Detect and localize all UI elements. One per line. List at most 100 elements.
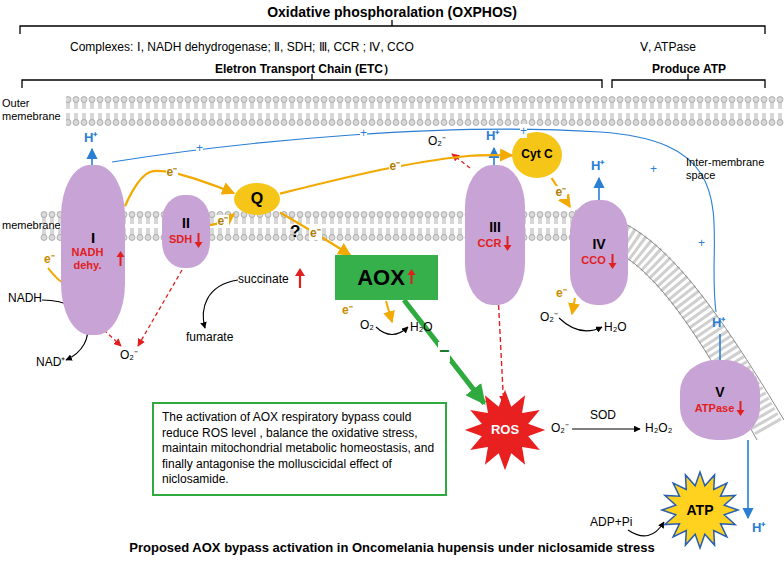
arrow-head [737,410,745,416]
proton-arrows [92,129,748,518]
electron-label: e⁻ [44,252,55,266]
atp-burst: ATP [662,472,738,548]
electron-label: e⁻ [556,286,567,300]
metabolite-label: NADH [8,291,42,305]
decoration [572,428,640,429]
decoration [628,522,664,536]
header-text: Produce ATP [652,62,726,76]
arrow-stem [198,233,200,243]
text-row: IV [592,236,605,252]
node-text: V [715,384,724,400]
metabolite-label: H₂O [410,320,433,334]
text-row: CCR [478,235,513,251]
text-row: II [182,215,190,231]
complex-ii: IISDH [162,195,210,268]
text-row: ROS [491,423,519,438]
node-text: CCO [581,254,605,267]
decoration [22,74,602,88]
metabolite-label: O₂⁻ [428,134,446,148]
text-row: ATPase [695,400,746,416]
metabolite-label: ADP+Pi [590,515,632,529]
charge-sign: + [520,124,527,138]
proton-label: H⁺ [591,158,604,174]
complex-iii: III CCR [465,165,525,305]
arrow-head [117,251,125,257]
electron-label: e⁻ [342,303,353,317]
proton-label: H⁺ [752,520,765,536]
text-row: The activation of AOX respiratory bypass… [162,410,437,488]
proton-label: H⁺ [712,315,725,331]
region-label: memebrane [2,219,61,232]
node-text: CCR [478,237,502,250]
node-text: IV [592,236,605,252]
charge-sign: + [196,141,203,155]
decoration [138,270,182,346]
change-arrow [116,251,125,267]
text-row: ATP [687,502,714,518]
arrow-stem [120,256,122,266]
node-text: Cyt C [521,148,552,162]
node-text: III [489,219,501,235]
title: Oxidative phosphoralation (OXPHOS) [0,4,784,20]
metabolite-label: SOD [590,408,616,422]
aox-box: AOX [335,255,438,300]
metabolite-label: ? [290,222,300,242]
change-arrow [295,268,305,288]
node-text: NADH dehy. [61,246,114,271]
text-row: I [91,229,95,246]
charge-sign: + [650,162,657,176]
change-arrow [503,235,512,251]
text-row: NADH dehy. [61,246,125,271]
ros-leak-connector [499,305,504,403]
arrow-head [195,242,203,248]
complex-iv: IV CCO [570,200,628,305]
text-row: Q [251,190,263,208]
region-label: Inter-membrane space [686,156,768,182]
region-label: Outer memebrane [2,97,64,123]
burst-outline [662,472,738,548]
text-row: Cyt C [521,148,552,162]
node-text: ATP [687,502,714,518]
node-text: I [91,229,95,246]
substrate-arrows [42,280,664,536]
header-text: Ⅴ, ATPase [640,40,696,54]
change-arrow [194,232,203,248]
node-text: AOX [357,265,405,290]
node-text: The activation of AOX respiratory bypass… [162,410,437,488]
metabolite-label: O₂⁻ [540,310,558,324]
header-text: Eletron Transport Chain (ETC） [215,62,395,76]
metabolite-label: O₂⁻ [120,348,138,362]
metabolite-label: H₂O₂ [645,421,672,435]
brackets [20,20,765,88]
metabolite-label: fumarate [186,330,233,344]
text-row: III [489,219,501,235]
decoration [747,440,749,518]
charge-sign: + [360,126,367,140]
text-row: V [715,384,724,400]
decoration [572,298,575,314]
arrow-stem [410,274,412,284]
decoration [104,330,121,346]
edge-label: e⁻ [166,166,179,179]
edge-label: − [438,342,451,362]
outer-membrane [66,96,784,126]
arrow-stem [611,254,613,264]
electron-flow-connector [552,178,570,207]
complex-v: VATPase [680,360,760,440]
electron-flow-connector [280,213,350,255]
ros-burst: ROS [467,392,543,468]
decoration [299,274,301,288]
text-row: AOX [357,265,416,290]
edge-label: e⁻ [389,160,402,173]
burst-outline [467,392,543,468]
node-text: ROS [491,423,519,438]
text-row: SDH [169,232,203,248]
node-text: Q [251,190,263,208]
decoration [612,74,765,88]
text-row: CCO [581,253,616,269]
charge-sign: + [698,236,705,250]
decoration [386,301,392,322]
arrow-head [504,245,512,251]
decoration [295,268,305,276]
